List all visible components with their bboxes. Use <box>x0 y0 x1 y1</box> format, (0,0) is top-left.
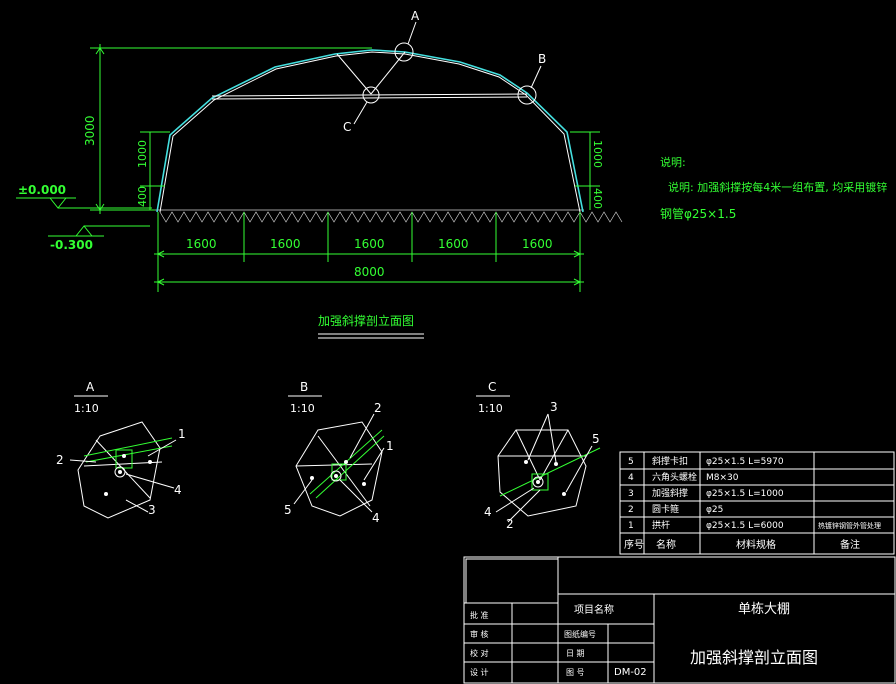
arch-outer <box>156 49 584 213</box>
tie-bar-2 <box>211 96 528 100</box>
level-base: -0.300 <box>50 238 93 252</box>
right-side-dims: 1000 400 <box>570 131 604 210</box>
detail-a-scale: 1:10 <box>74 402 99 415</box>
detail-b-c1: 1 <box>386 439 394 453</box>
notes: 说明: 说明: 加强斜撑按每4米一组布置, 均采用镀锌 钢管φ25×1.5 <box>660 155 887 221</box>
bom-r3-name: 加强斜撑 <box>652 487 688 499</box>
detail-circle-a <box>394 42 414 62</box>
level-markers: ±0.000 -0.300 <box>16 183 152 252</box>
bom-h-name: 名称 <box>656 538 676 551</box>
notes-heading: 说明: <box>660 155 686 169</box>
tb-label-review: 审 核 <box>470 629 489 639</box>
bom-r5-remark: 热镀锌钢管外管处理 <box>818 521 881 530</box>
detail-c-letter: C <box>488 380 496 394</box>
tb-label-design: 设 计 <box>470 667 489 677</box>
detail-a-c4: 4 <box>174 483 182 497</box>
leader-c <box>353 101 368 125</box>
brace-right <box>370 51 406 95</box>
bom-h-no: 序号 <box>624 538 644 551</box>
tb-project-label: 项目名称 <box>574 603 614 616</box>
detail-circle-b <box>517 85 537 105</box>
detail-b-c4: 4 <box>372 511 380 525</box>
detail-c: C 1:10 3 5 4 2 <box>476 380 601 531</box>
bom-r2-name: 六角头螺栓 <box>652 471 697 483</box>
bom-r1-name: 斜撑卡扣 <box>652 455 688 467</box>
bom-h-remark: 备注 <box>840 538 860 551</box>
detail-a: A 1:10 1 2 3 4 <box>56 380 186 519</box>
label-b: B <box>538 52 546 66</box>
span-total: 8000 <box>354 265 385 279</box>
tb-label-check: 校 对 <box>470 648 489 658</box>
bom-table: 5 斜撑卡扣 φ25×1.5 L=5970 4 六角头螺栓 M8×30 3 加强… <box>619 451 895 555</box>
detail-a-c2: 2 <box>56 453 64 467</box>
tb-mid-date: 日 期 <box>566 649 585 658</box>
span-3: 1600 <box>354 237 385 251</box>
bom-r5-spec: φ25×1.5 L=6000 <box>706 521 784 531</box>
bom-r1-no: 5 <box>628 457 634 467</box>
detail-b-outline <box>295 421 383 517</box>
tb-drawing-no: DM-02 <box>614 667 647 678</box>
detail-c-outline <box>497 429 587 517</box>
bom-r1-spec: φ25×1.5 L=5970 <box>706 457 784 467</box>
bom-r2-no: 4 <box>628 473 634 483</box>
detail-a-c1: 1 <box>178 427 186 441</box>
label-a: A <box>411 9 420 23</box>
arch-inner <box>159 51 581 213</box>
label-c: C <box>343 120 351 134</box>
tie-bar <box>211 93 528 97</box>
leader-b <box>530 65 542 89</box>
detail-c-c5: 5 <box>592 432 600 446</box>
detail-b-c2: 2 <box>374 401 382 415</box>
span-1: 1600 <box>186 237 217 251</box>
bom-r4-name: 圆卡箍 <box>652 503 679 515</box>
dim-right-1000: 1000 <box>591 140 604 168</box>
span-4: 1600 <box>438 237 469 251</box>
dim-height: 3000 <box>83 115 97 146</box>
detail-a-letter: A <box>86 380 95 394</box>
bom-r4-spec: φ25 <box>706 505 723 515</box>
bom-r5-no: 1 <box>628 521 634 531</box>
tb-label-approve: 批 准 <box>470 610 489 620</box>
detail-c-c3: 3 <box>550 400 558 414</box>
left-side-dims: 1000 400 <box>136 131 170 210</box>
ground-hatch <box>155 209 623 223</box>
notes-line2: 钢管φ25×1.5 <box>660 206 736 221</box>
detail-c-c4: 4 <box>484 505 492 519</box>
detail-a-outline <box>77 421 161 519</box>
detail-b-scale: 1:10 <box>290 402 315 415</box>
dim-right-400: 400 <box>591 188 604 209</box>
title-block: 批 准 审 核 校 对 设 计 项目名称 单栋大棚 图纸编号 日 期 图 号 D… <box>463 556 896 684</box>
tb-project-value: 单栋大棚 <box>738 601 790 617</box>
span-5: 1600 <box>522 237 553 251</box>
arch-elevation: A B C 3000 1000 400 1000 400 ± <box>16 9 623 339</box>
bom-h-spec: 材料规格 <box>736 538 776 551</box>
span-dimensions: 1600 1600 1600 1600 1600 8000 <box>154 212 584 292</box>
notes-line1: 说明: 加强斜撑按每4米一组布置, 均采用镀锌 <box>668 180 887 194</box>
brace-left <box>336 53 372 95</box>
bom-r5-name: 拱杆 <box>652 519 670 531</box>
detail-b-c5: 5 <box>284 503 292 517</box>
dim-left-1000: 1000 <box>136 140 149 168</box>
elevation-caption: 加强斜撑剖立面图 <box>318 313 414 328</box>
detail-a-c3: 3 <box>148 503 156 517</box>
detail-b: B 1:10 2 1 4 5 <box>284 380 394 525</box>
bom-r4-no: 2 <box>628 505 634 515</box>
bom-r2-spec: M8×30 <box>706 473 739 483</box>
height-dimension: 3000 <box>83 44 372 214</box>
bom-r3-no: 3 <box>628 489 634 499</box>
tb-mid-drawingno: 图 号 <box>566 668 585 677</box>
level-ground: ±0.000 <box>18 183 66 197</box>
span-2: 1600 <box>270 237 301 251</box>
detail-c-c2: 2 <box>506 517 514 531</box>
detail-c-scale: 1:10 <box>478 402 503 415</box>
detail-b-letter: B <box>300 380 308 394</box>
dim-left-400: 400 <box>136 186 149 207</box>
leader-a <box>407 21 417 45</box>
tb-drawing-title: 加强斜撑剖立面图 <box>690 648 818 667</box>
bom-r3-spec: φ25×1.5 L=1000 <box>706 489 784 499</box>
detail-circle-c <box>362 86 380 104</box>
tb-mid-number: 图纸编号 <box>564 629 596 639</box>
detail-a-clamp <box>115 449 133 469</box>
